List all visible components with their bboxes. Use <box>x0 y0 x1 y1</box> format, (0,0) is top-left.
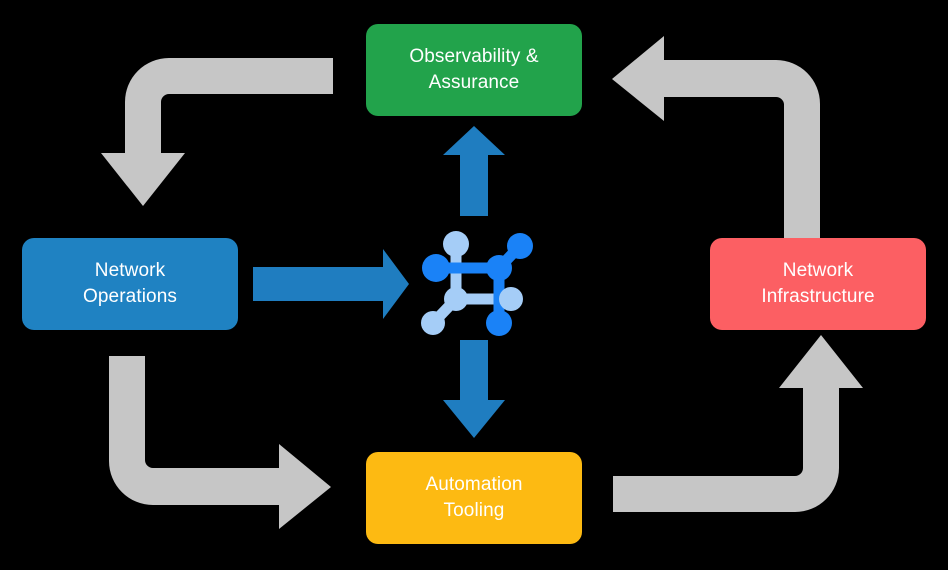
topology-light-nodes <box>421 231 523 335</box>
arrow-center-to-observability <box>443 126 505 216</box>
cycle-arrow-automation-to-infrastructure <box>613 335 863 512</box>
node-box-observability-assurance[interactable]: Observability & Assurance <box>366 24 582 116</box>
network-topology-icon <box>421 231 533 336</box>
node-box-network-infrastructure[interactable]: Network Infrastructure <box>710 238 926 330</box>
node-box-network-operations[interactable]: Network Operations <box>22 238 238 330</box>
cycle-arrow-infrastructure-to-observability <box>612 36 820 242</box>
arrow-center-to-automation <box>443 340 505 438</box>
node-box-automation-tooling[interactable]: Automation Tooling <box>366 452 582 544</box>
cycle-arrow-observability-to-operations <box>101 58 333 206</box>
cycle-arrow-operations-to-automation <box>109 356 331 529</box>
topology-dark-nodes <box>422 233 533 336</box>
arrow-operations-to-center <box>253 249 409 319</box>
